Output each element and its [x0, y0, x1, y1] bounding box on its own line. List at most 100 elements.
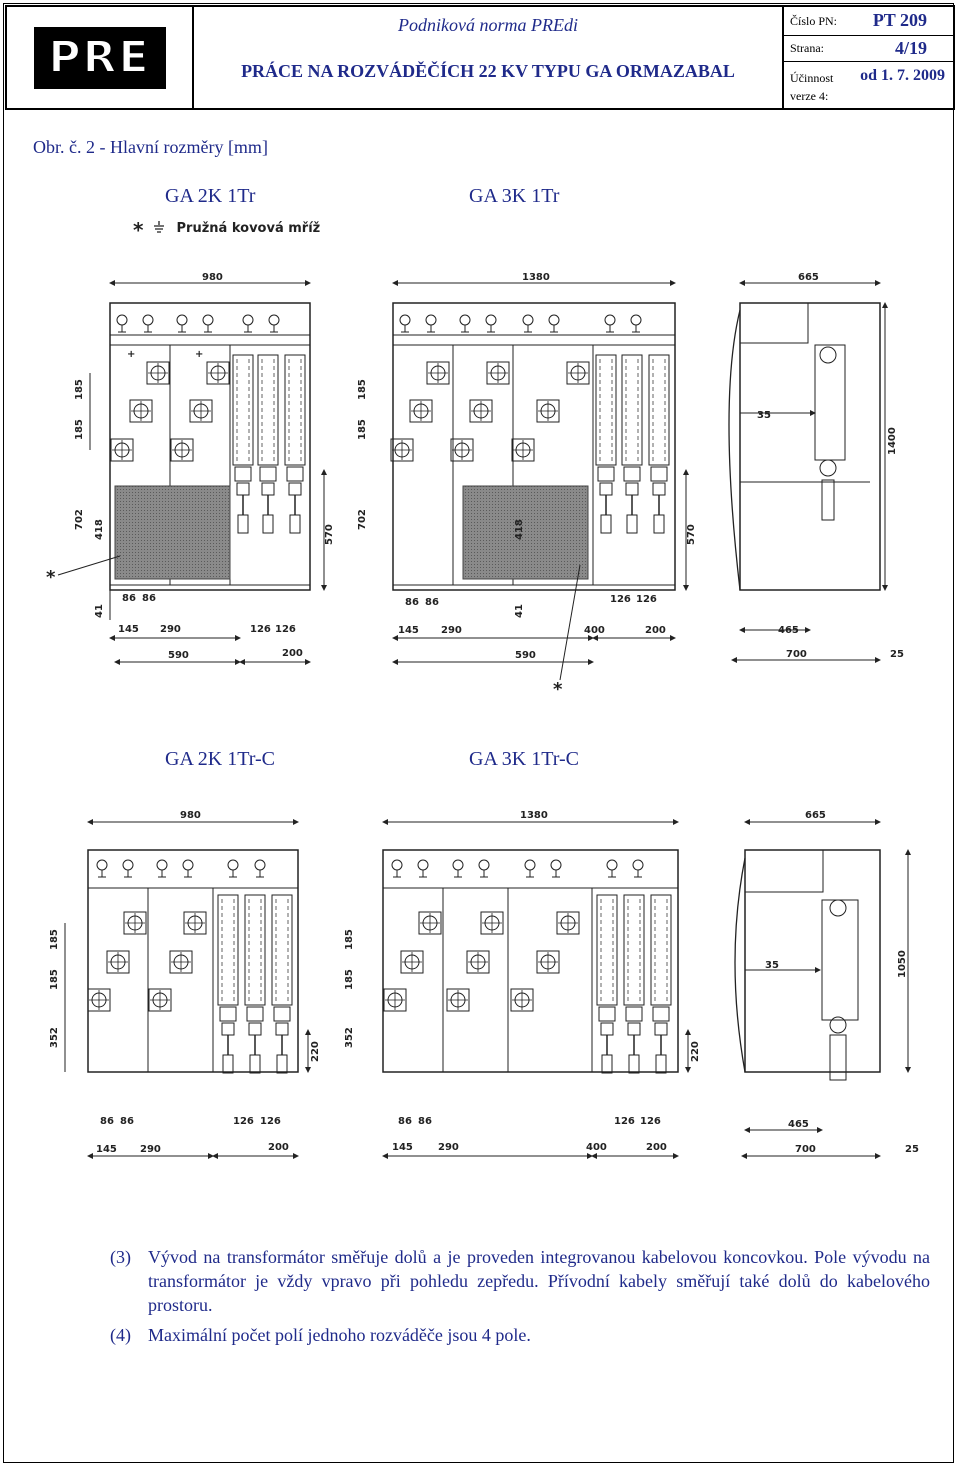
- svg-text:465: 465: [778, 625, 799, 636]
- side-view-top: 35 665 1400 465 700 25: [728, 272, 904, 663]
- star-marker: *: [133, 218, 144, 242]
- svg-text:200: 200: [282, 648, 303, 659]
- svg-text:185: 185: [49, 929, 60, 950]
- svg-text:126: 126: [640, 1116, 661, 1127]
- title-ga-2k-1tr: GA 2K 1Tr: [165, 185, 256, 207]
- svg-text:+: +: [195, 349, 203, 360]
- page-label: Strana:: [790, 41, 824, 55]
- header-title-cell: Podniková norma PREdi PRÁCE NA ROZVÁDĚČÍ…: [194, 7, 784, 108]
- dims-ga-2k-1tr: 980 185 185 702 418 41 570 86 86 145 290…: [46, 272, 335, 665]
- note-number: (3): [110, 1247, 131, 1267]
- svg-text:86: 86: [122, 593, 136, 604]
- legend-note: * Pružná kovová mříž: [133, 218, 320, 242]
- svg-text:126: 126: [250, 624, 271, 635]
- validity-value: od 1. 7. 2009: [860, 67, 945, 84]
- svg-text:700: 700: [786, 649, 807, 660]
- svg-text:290: 290: [441, 625, 462, 636]
- pn-label: Číslo PN:: [790, 14, 838, 28]
- svg-text:35: 35: [765, 960, 779, 971]
- svg-text:290: 290: [438, 1142, 459, 1153]
- svg-text:590: 590: [515, 650, 536, 661]
- svg-text:86: 86: [405, 597, 419, 608]
- side-view-bottom: 35 665 1050 465 700 25: [734, 810, 919, 1159]
- svg-text:+: +: [127, 349, 135, 360]
- svg-text:200: 200: [646, 1142, 667, 1153]
- svg-text:702: 702: [74, 509, 85, 530]
- title-ga-3k-1tr: GA 3K 1Tr: [469, 185, 560, 207]
- svg-text:465: 465: [788, 1119, 809, 1130]
- logo-cell: PRE: [7, 7, 194, 108]
- svg-text:86: 86: [120, 1116, 134, 1127]
- header-meta-cell: Číslo PN: PT 209 Strana: 4/19 Účinnost o…: [784, 7, 953, 108]
- svg-text:200: 200: [268, 1142, 289, 1153]
- pn-value: PT 209: [872, 10, 927, 30]
- svg-text:*: *: [46, 567, 56, 588]
- pn-row: Číslo PN: PT 209: [784, 7, 953, 36]
- svg-text:86: 86: [142, 593, 156, 604]
- svg-text:1400: 1400: [887, 427, 898, 455]
- technical-drawing: ++ 980 185 185 702 418 41 570 86 86 145 …: [46, 272, 919, 1159]
- svg-text:185: 185: [357, 419, 368, 440]
- page-border: [3, 3, 954, 1463]
- svg-text:185: 185: [357, 379, 368, 400]
- svg-text:126: 126: [636, 594, 657, 605]
- svg-text:126: 126: [614, 1116, 635, 1127]
- svg-text:185: 185: [74, 419, 85, 440]
- page-value: 4/19: [894, 38, 927, 58]
- svg-text:185: 185: [344, 969, 355, 990]
- title-ga-2k-1tr-c: GA 2K 1Tr-C: [165, 748, 275, 770]
- svg-text:570: 570: [686, 524, 697, 545]
- note-number: (4): [110, 1325, 131, 1345]
- svg-text:35: 35: [757, 410, 771, 421]
- front-view-ga-2k-1tr-c: [87, 849, 299, 1074]
- svg-text:352: 352: [49, 1027, 60, 1048]
- svg-text:418: 418: [94, 519, 105, 540]
- svg-text:290: 290: [140, 1144, 161, 1155]
- dim-980: 980: [202, 272, 223, 283]
- svg-text:352: 352: [344, 1027, 355, 1048]
- svg-text:400: 400: [586, 1142, 607, 1153]
- page-row: Strana: 4/19: [784, 35, 953, 62]
- svg-text:1050: 1050: [897, 950, 908, 978]
- svg-text:185: 185: [49, 969, 60, 990]
- svg-text:145: 145: [398, 625, 419, 636]
- front-view-ga-3k-1tr: [390, 302, 676, 591]
- norm-name: Podniková norma PREdi: [398, 15, 578, 35]
- note-text: Maximální počet polí jednoho rozváděče j…: [148, 1325, 531, 1345]
- svg-text:702: 702: [357, 509, 368, 530]
- pre-logo: PRE: [33, 26, 166, 89]
- svg-text:665: 665: [798, 272, 819, 283]
- svg-text:220: 220: [310, 1041, 321, 1062]
- figure-caption: Obr. č. 2 - Hlavní rozměry [mm]: [33, 137, 268, 157]
- svg-text:145: 145: [96, 1144, 117, 1155]
- svg-text:200: 200: [645, 625, 666, 636]
- svg-text:*: *: [553, 679, 563, 700]
- document-header: PRE Podniková norma PREdi PRÁCE NA ROZVÁ…: [5, 5, 955, 110]
- svg-text:86: 86: [425, 597, 439, 608]
- svg-text:126: 126: [610, 594, 631, 605]
- svg-text:700: 700: [795, 1144, 816, 1155]
- svg-text:25: 25: [890, 649, 904, 660]
- title-ga-3k-1tr-c: GA 3K 1Tr-C: [469, 748, 579, 770]
- svg-text:1380: 1380: [522, 272, 550, 283]
- svg-text:590: 590: [168, 650, 189, 661]
- svg-text:290: 290: [160, 624, 181, 635]
- svg-text:25: 25: [905, 1144, 919, 1155]
- svg-text:570: 570: [324, 524, 335, 545]
- note-item: (4) Maximální počet polí jednoho rozvádě…: [110, 1323, 930, 1347]
- front-view-ga-2k-1tr: ++: [109, 302, 311, 591]
- svg-text:86: 86: [418, 1116, 432, 1127]
- logo-text: PRE: [47, 31, 151, 84]
- svg-text:41: 41: [94, 604, 105, 618]
- version-label: verze 4:: [790, 89, 829, 103]
- svg-text:980: 980: [180, 810, 201, 821]
- front-view-ga-3k-1tr-c: [382, 849, 679, 1074]
- validity-row: Účinnost od 1. 7. 2009 verze 4:: [784, 61, 953, 108]
- svg-text:126: 126: [260, 1116, 281, 1127]
- svg-text:185: 185: [74, 379, 85, 400]
- dims-ga-2k-1tr-c: 980 185 185 352 220 86 86 145 290 126 12…: [49, 810, 321, 1159]
- legend-label: Pružná kovová mříž: [176, 221, 321, 236]
- ground-icon: [152, 220, 166, 238]
- svg-text:126: 126: [233, 1116, 254, 1127]
- svg-text:86: 86: [100, 1116, 114, 1127]
